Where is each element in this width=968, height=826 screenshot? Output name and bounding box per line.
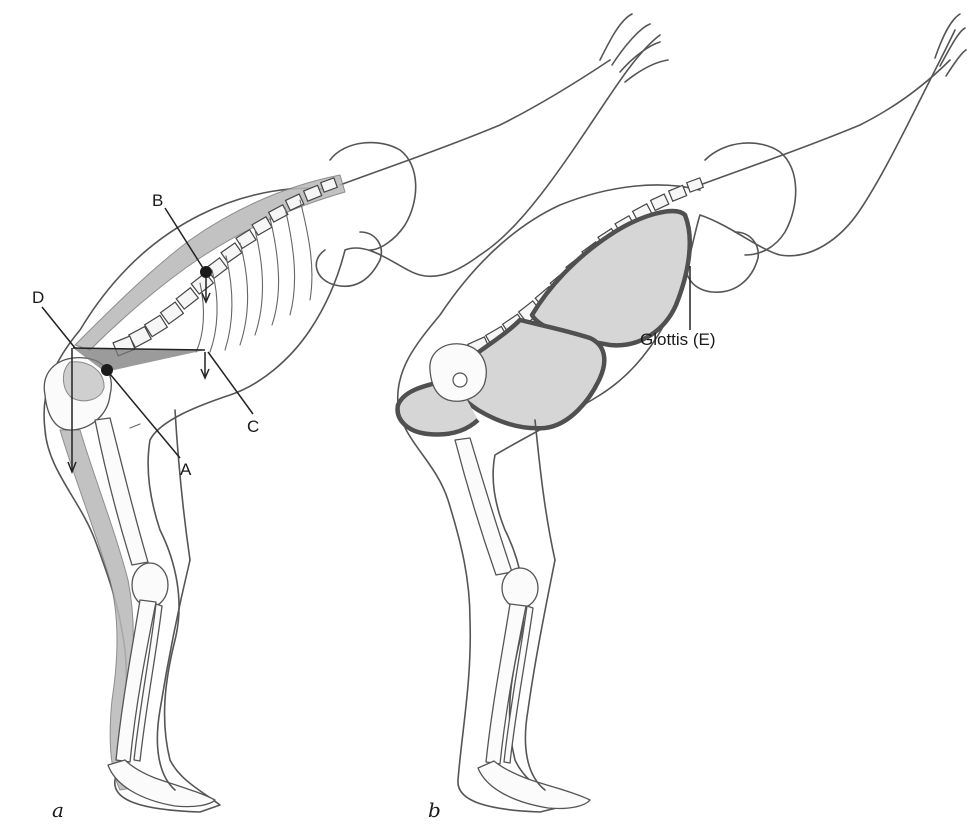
figure-b-femur xyxy=(455,438,512,575)
point-a-marker xyxy=(101,364,113,376)
figure-b-back-outline xyxy=(700,60,950,185)
panel-a-letter: a xyxy=(52,798,64,822)
label-c: C xyxy=(247,417,259,436)
label-b: B xyxy=(152,191,163,210)
leader-a xyxy=(110,374,180,458)
label-glottis: Glottis (E) xyxy=(640,330,716,349)
figure-b-forward-bend: Glottis (E) b xyxy=(398,14,966,822)
leader-c xyxy=(208,352,253,414)
leader-d xyxy=(42,307,75,348)
figure-a-head xyxy=(316,232,381,286)
figure-b-head xyxy=(686,232,758,292)
figure-b-thigh-front xyxy=(535,420,555,560)
point-b-marker xyxy=(200,266,212,278)
figure-a-hand xyxy=(600,14,668,82)
figure-a-knee-tick xyxy=(130,424,140,428)
figure-a-hair xyxy=(330,143,416,250)
label-a: A xyxy=(180,460,192,479)
figure-a-thigh-front xyxy=(175,410,190,560)
figure-b-hand xyxy=(935,14,966,76)
panel-b-letter: b xyxy=(428,798,441,822)
figure-b-foot xyxy=(478,761,590,809)
figure-b-pelvis xyxy=(430,344,486,401)
figure-b-body-outline xyxy=(398,30,955,812)
figure-a-back-outline xyxy=(340,60,610,185)
figure-a-knee xyxy=(132,563,168,607)
figure-a-back-muscles xyxy=(75,175,345,350)
figure-b-knee xyxy=(502,568,538,608)
figure-b-hip-joint xyxy=(453,373,467,387)
label-d: D xyxy=(32,288,44,307)
